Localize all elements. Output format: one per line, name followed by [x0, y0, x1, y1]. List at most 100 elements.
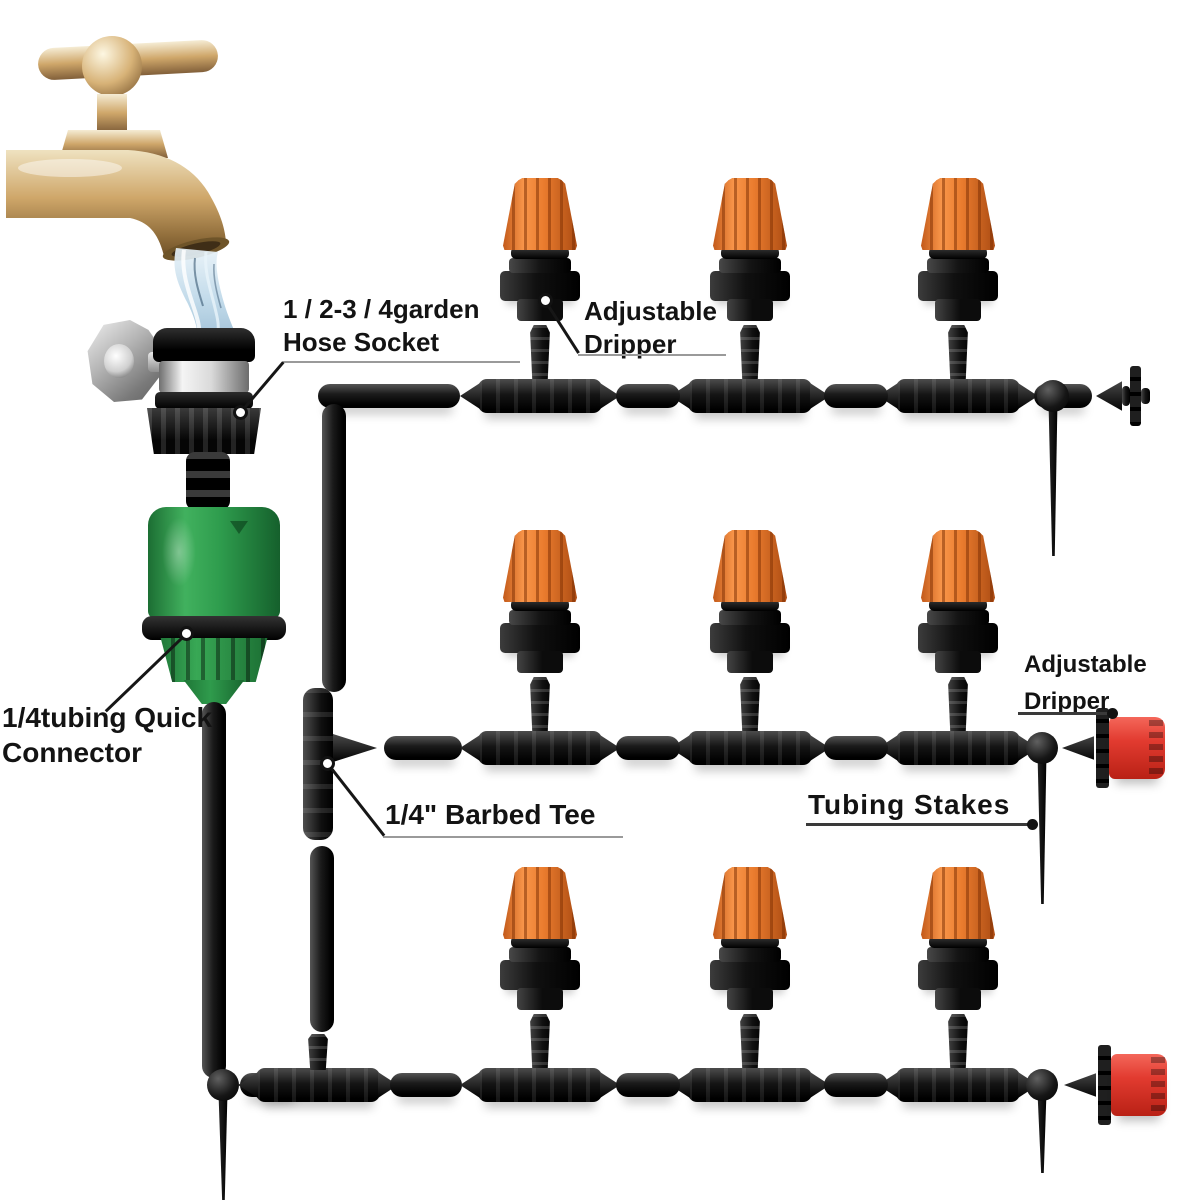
underline [283, 361, 520, 363]
callout-dot [233, 405, 248, 420]
red-dripper-body [1109, 717, 1165, 779]
label-line: Dripper [1024, 688, 1110, 716]
label-line: Dripper [584, 328, 677, 359]
dripper-collar [929, 936, 987, 948]
barbed-tee [896, 1068, 1020, 1102]
dripper-cap-orange [921, 178, 995, 250]
dripper-collar [721, 936, 779, 948]
dripper-body-neck [927, 947, 989, 962]
tubing-stake-joint [1037, 380, 1069, 412]
end-dripper-hub [1122, 386, 1130, 406]
end-dripper-nub [1141, 388, 1150, 404]
riser-tube [322, 404, 346, 692]
dripper-body-barrel [935, 988, 981, 1010]
dripper-cap-orange [921, 530, 995, 602]
label-line: Tubing Stakes [808, 789, 1011, 820]
riser-tube [310, 846, 334, 1032]
barb-cone [460, 1072, 480, 1098]
dripper-cap-orange [503, 530, 577, 602]
dripper-cap-orange [713, 178, 787, 250]
barb-cone [333, 734, 377, 762]
dripper-cap-orange [503, 178, 577, 250]
dripper-collar [511, 247, 569, 259]
tee-stem-barb [740, 677, 760, 731]
dripper-body-neck [509, 258, 571, 273]
dripper-body-barrel [727, 988, 773, 1010]
dripper-collar [511, 599, 569, 611]
barbed-tee [478, 1068, 602, 1102]
barb-cone [1062, 736, 1094, 760]
barbed-tee [896, 731, 1020, 765]
dripper-collar [929, 247, 987, 259]
label-line: Hose Socket [283, 327, 440, 358]
elbow-tube [318, 384, 460, 408]
dripper-body-neck [719, 947, 781, 962]
label-adjustable-dripper-right: Adjustable Dripper [1024, 646, 1147, 720]
callout-dot [538, 293, 553, 308]
dripper-body-flange [918, 960, 998, 990]
underline [1018, 712, 1108, 715]
callout-dot [1027, 819, 1038, 830]
dripper-cap-orange [921, 867, 995, 939]
barbed-tee [896, 379, 1020, 413]
dripper-body-flange [918, 271, 998, 301]
dripper-cap-orange [713, 530, 787, 602]
label-hose-socket: 1 / 2-3 / 4garden Hose Socket [283, 293, 480, 360]
tubing-stake-joint [1026, 1069, 1058, 1101]
label-tubing-stakes: Tubing Stakes [808, 789, 1010, 821]
tube-segment [616, 1073, 680, 1097]
tubing-stake-spike [1037, 1095, 1047, 1173]
tee-stem-barb [740, 325, 760, 379]
callout-dot [179, 626, 194, 641]
underline [806, 823, 1028, 826]
barbed-tee [688, 379, 812, 413]
clamp-hole [104, 344, 134, 378]
tee-stem-barb [948, 677, 968, 731]
dripper-body-neck [927, 610, 989, 625]
tube-segment [384, 736, 462, 760]
dripper-body-barrel [935, 299, 981, 321]
quick-connector-body [148, 507, 280, 619]
dripper-body-neck [509, 947, 571, 962]
label-line: Connector [2, 737, 142, 768]
label-quick-connector: 1/4tubing Quick Connector [2, 700, 212, 770]
tubing-stake-spike [218, 1096, 228, 1200]
dripper-body-neck [509, 610, 571, 625]
end-dripper-flange [1130, 366, 1141, 426]
dripper-collar [721, 599, 779, 611]
barbed-tee [478, 379, 602, 413]
red-dripper-body [1111, 1054, 1167, 1116]
label-line: Adjustable [1024, 651, 1147, 678]
tee-stem-barb [530, 677, 550, 731]
dripper-body-neck [719, 258, 781, 273]
dripper-body-flange [710, 623, 790, 653]
tube-segment [616, 384, 680, 408]
barb-cone [1064, 1073, 1096, 1097]
tee-stem-barb [530, 325, 550, 379]
tee-stem-barb [308, 1034, 328, 1070]
dripper-collar [929, 599, 987, 611]
quick-connector-grip [160, 638, 268, 682]
dripper-body-flange [710, 271, 790, 301]
label-line: 1/4tubing Quick [2, 702, 213, 733]
dripper-collar [511, 936, 569, 948]
barb-cone [460, 735, 480, 761]
callout-dot [1107, 708, 1118, 719]
tube-segment [824, 736, 888, 760]
underline [383, 836, 623, 838]
tubing-stake-joint [1026, 732, 1058, 764]
tube-segment [824, 384, 888, 408]
dripper-body-barrel [935, 651, 981, 673]
dripper-body-flange [710, 960, 790, 990]
red-dripper-flange [1096, 708, 1109, 788]
tubing-stake-spike [1048, 406, 1058, 556]
dripper-cap-orange [713, 867, 787, 939]
red-dripper-flange [1098, 1045, 1111, 1125]
label-line: Adjustable [584, 296, 717, 326]
end-dripper-cone [1096, 381, 1122, 411]
label-line: 1/4" Barbed Tee [385, 799, 596, 830]
barb-cone [460, 383, 480, 409]
dripper-body-barrel [517, 651, 563, 673]
tubing-stake-spike [1037, 758, 1047, 904]
